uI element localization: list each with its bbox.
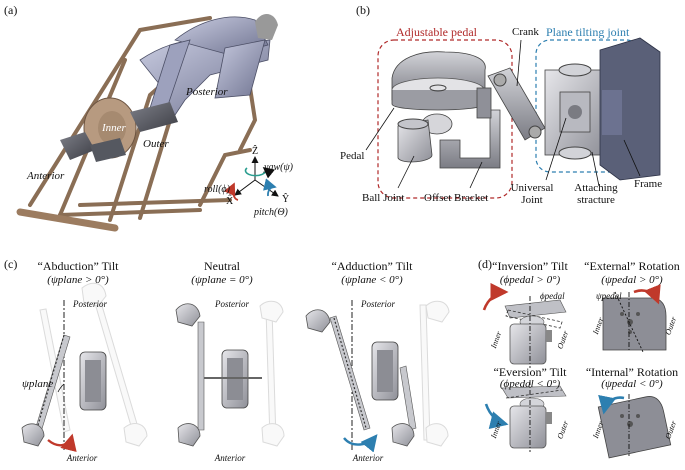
attaching-structure-label-line2: stracture [577,194,615,206]
abduction-anterior-label: Anterior [66,453,98,463]
internal-condition: (ψpedal < 0°) [601,378,663,390]
roll-label: roll(ϕ) [204,184,230,195]
external-title: “External” Rotation [584,259,680,273]
outer-label: Outer [143,138,169,150]
yaw-label: yaw(ψ) [264,162,293,173]
panel-c-letter: (c) [4,257,18,271]
internal-rotation-view [597,394,672,459]
adjustable-pedal-box [377,39,513,199]
external-rotation-view [602,284,667,353]
adduction-configuration [305,300,450,453]
inner-label: Inner [102,122,126,134]
z-axis-label: Ẑ [252,146,259,157]
pedal-label: Pedal [340,150,365,162]
x-axis-label: X̂ [226,196,234,207]
adduction-anterior-label: Anterior [352,453,384,463]
inversion-view [482,282,567,368]
panel-a-letter: (a) [4,3,18,17]
adjustable-pedal-label: Adjustable pedal [396,25,477,39]
offset-bracket-label: Offset Bracket [424,192,489,204]
inversion-condition: (ϕpedal > 0°) [499,274,561,286]
adduction-posterior-label: Posterior [360,299,396,309]
panel-a-illustration [16,14,279,232]
adduction-condition: (ψplane < 0°) [341,274,403,286]
y-axis-label: Ŷ [282,194,290,205]
panel-b-illustration [365,37,661,199]
pitch-label: pitch(Θ) [254,207,288,218]
neutral-configuration [175,300,285,447]
neutral-anterior-label: Anterior [214,453,246,463]
panel-b-letter: (b) [356,3,370,17]
anterior-label: Anterior [27,170,65,182]
abduction-title: “Abduction” Tilt [37,259,119,273]
posterior-label: Posterior [186,86,228,98]
eversion-condition: (ϕpedal < 0°) [499,378,561,390]
plane-tilting-joint-label: Plane tilting joint [546,25,630,39]
panel-d-letter: (d) [478,257,492,271]
neutral-condition: (ψplane = 0°) [191,274,253,286]
panel-d-illustration [482,282,672,459]
abduction-posterior-label: Posterior [72,299,108,309]
universal-joint-label-line2: Joint [521,194,543,206]
internal-title: “Internal” Rotation [585,365,679,379]
phi-pedal-label: ϕpedal [540,291,565,301]
psi-plane-label: ψplane [22,378,54,390]
universal-joint-label-line1: Universal [510,182,554,194]
crank-label: Crank [512,26,539,38]
psi-pedal-label: ψpedal [596,291,622,301]
adduction-title: “Adduction” Tilt [331,259,413,273]
abduction-configuration [21,282,148,453]
neutral-posterior-label: Posterior [214,299,250,309]
frame-label: Frame [634,178,663,190]
ball-joint-label: Ball Joint [362,192,405,204]
eversion-title: “Eversion” Tilt [493,365,567,379]
external-condition: (ψpedal > 0°) [601,274,663,286]
abduction-condition: (ψplane > 0°) [47,274,109,286]
panel-c-illustration [21,282,450,453]
inversion-title: “Inversion” Tilt [492,259,568,273]
attaching-structure-label-line1: Attaching [574,182,618,194]
neutral-title: Neutral [204,259,240,273]
eversion-view [484,380,567,452]
